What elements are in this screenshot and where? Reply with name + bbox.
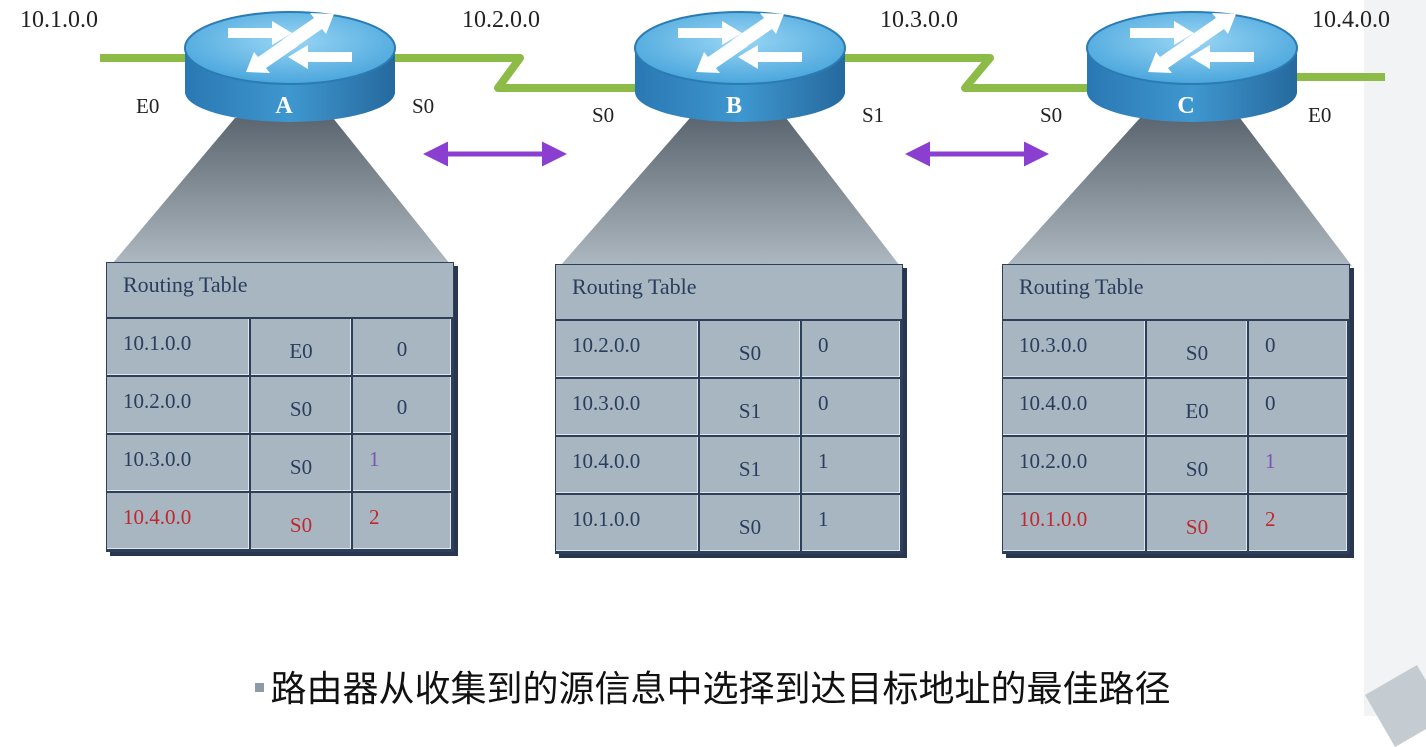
table-row: 10.1.0.0 S0 2 bbox=[1003, 495, 1349, 553]
hop-count-cell: 0 bbox=[1249, 321, 1349, 379]
hop-count-cell: 2 bbox=[1249, 495, 1349, 553]
router-a-right-if: S0 bbox=[412, 94, 435, 118]
hop-count-cell: 0 bbox=[802, 321, 902, 379]
router-a bbox=[184, 11, 396, 122]
network-label-3: 10.3.0.0 bbox=[880, 7, 958, 33]
table-row: 10.3.0.0 S0 0 bbox=[1003, 321, 1349, 379]
cone-router-c bbox=[1006, 118, 1352, 266]
dest-network-cell: 10.2.0.0 bbox=[107, 377, 251, 435]
caption-text: 路由器从收集到的源信息中选择到达目标地址的最佳路径 bbox=[270, 669, 1171, 710]
dest-network-cell: 10.4.0.0 bbox=[1003, 379, 1147, 437]
dest-network-cell: 10.2.0.0 bbox=[556, 321, 700, 379]
routing-table-c: Routing Table 10.3.0.0 S0 0 10.4.0.0 E0 … bbox=[1002, 264, 1350, 554]
dest-network-cell: 10.1.0.0 bbox=[556, 495, 700, 553]
routing-table-title: Routing Table bbox=[107, 263, 453, 319]
router-arrows-icon bbox=[1130, 13, 1254, 73]
interface-cell: S0 bbox=[251, 435, 353, 493]
table-row: 10.2.0.0 S0 0 bbox=[107, 377, 453, 435]
router-a-left-if: E0 bbox=[136, 94, 160, 118]
slide-edge-strip bbox=[1364, 0, 1426, 716]
table-row: 10.4.0.0 S1 1 bbox=[556, 437, 902, 495]
caption: 路由器从收集到的源信息中选择到达目标地址的最佳路径 bbox=[0, 672, 1426, 708]
table-row: 10.4.0.0 E0 0 bbox=[1003, 379, 1349, 437]
router-c-label: C bbox=[1177, 93, 1195, 119]
hop-count-cell: 0 bbox=[353, 377, 453, 435]
router-arrows-icon bbox=[228, 13, 352, 73]
routing-table-title: Routing Table bbox=[556, 265, 902, 321]
router-b-label: B bbox=[725, 93, 742, 119]
cone-router-b bbox=[560, 118, 900, 266]
hop-count-cell: 1 bbox=[353, 435, 453, 493]
interface-cell: S0 bbox=[251, 493, 353, 551]
interface-cell: S1 bbox=[700, 437, 802, 495]
interface-cell: E0 bbox=[251, 319, 353, 377]
router-b-right-if: S1 bbox=[862, 103, 885, 127]
interface-cell: S1 bbox=[700, 379, 802, 437]
network-label-1: 10.1.0.0 bbox=[20, 7, 98, 33]
table-row: 10.3.0.0 S0 1 bbox=[107, 435, 453, 493]
interface-cell: S0 bbox=[700, 495, 802, 553]
router-arrows-icon bbox=[678, 13, 802, 73]
table-row: 10.2.0.0 S0 1 bbox=[1003, 437, 1349, 495]
table-row: 10.2.0.0 S0 0 bbox=[556, 321, 902, 379]
network-diagram bbox=[100, 11, 1385, 266]
hop-count-cell: 2 bbox=[353, 493, 453, 551]
dest-network-cell: 10.2.0.0 bbox=[1003, 437, 1147, 495]
interface-cell: E0 bbox=[1147, 379, 1249, 437]
hop-count-cell: 0 bbox=[353, 319, 453, 377]
routing-table-a: Routing Table 10.1.0.0 E0 0 10.2.0.0 S0 … bbox=[106, 262, 454, 552]
router-c bbox=[1086, 11, 1298, 122]
interface-cell: S0 bbox=[1147, 321, 1249, 379]
dest-network-cell: 10.1.0.0 bbox=[1003, 495, 1147, 553]
interface-cell: S0 bbox=[1147, 437, 1249, 495]
table-row: 10.1.0.0 E0 0 bbox=[107, 319, 453, 377]
interface-cell: S0 bbox=[700, 321, 802, 379]
router-c-right-if: E0 bbox=[1308, 103, 1332, 127]
table-row: 10.1.0.0 S0 1 bbox=[556, 495, 902, 553]
dest-network-cell: 10.4.0.0 bbox=[556, 437, 700, 495]
dest-network-cell: 10.3.0.0 bbox=[107, 435, 251, 493]
routing-table-title: Routing Table bbox=[1003, 265, 1349, 321]
dest-network-cell: 10.3.0.0 bbox=[1003, 321, 1147, 379]
router-a-label: A bbox=[275, 93, 293, 119]
hop-count-cell: 0 bbox=[1249, 379, 1349, 437]
cone-router-a bbox=[112, 118, 450, 264]
bullet-icon bbox=[255, 682, 265, 692]
routing-table-b: Routing Table 10.2.0.0 S0 0 10.3.0.0 S1 … bbox=[555, 264, 903, 554]
hop-count-cell: 1 bbox=[1249, 437, 1349, 495]
dest-network-cell: 10.4.0.0 bbox=[107, 493, 251, 551]
dest-network-cell: 10.1.0.0 bbox=[107, 319, 251, 377]
router-b-left-if: S0 bbox=[592, 103, 615, 127]
hop-count-cell: 0 bbox=[802, 379, 902, 437]
router-c-left-if: S0 bbox=[1040, 103, 1063, 127]
link-serial-bc bbox=[840, 54, 1100, 92]
interface-cell: S0 bbox=[251, 377, 353, 435]
table-row: 10.3.0.0 S1 0 bbox=[556, 379, 902, 437]
link-serial-ab bbox=[390, 54, 650, 92]
interface-cell: S0 bbox=[1147, 495, 1249, 553]
router-b bbox=[634, 11, 846, 122]
hop-count-cell: 1 bbox=[802, 437, 902, 495]
network-label-2: 10.2.0.0 bbox=[462, 7, 540, 33]
hop-count-cell: 1 bbox=[802, 495, 902, 553]
dest-network-cell: 10.3.0.0 bbox=[556, 379, 700, 437]
network-label-4: 10.4.0.0 bbox=[1312, 7, 1390, 33]
table-row: 10.4.0.0 S0 2 bbox=[107, 493, 453, 551]
